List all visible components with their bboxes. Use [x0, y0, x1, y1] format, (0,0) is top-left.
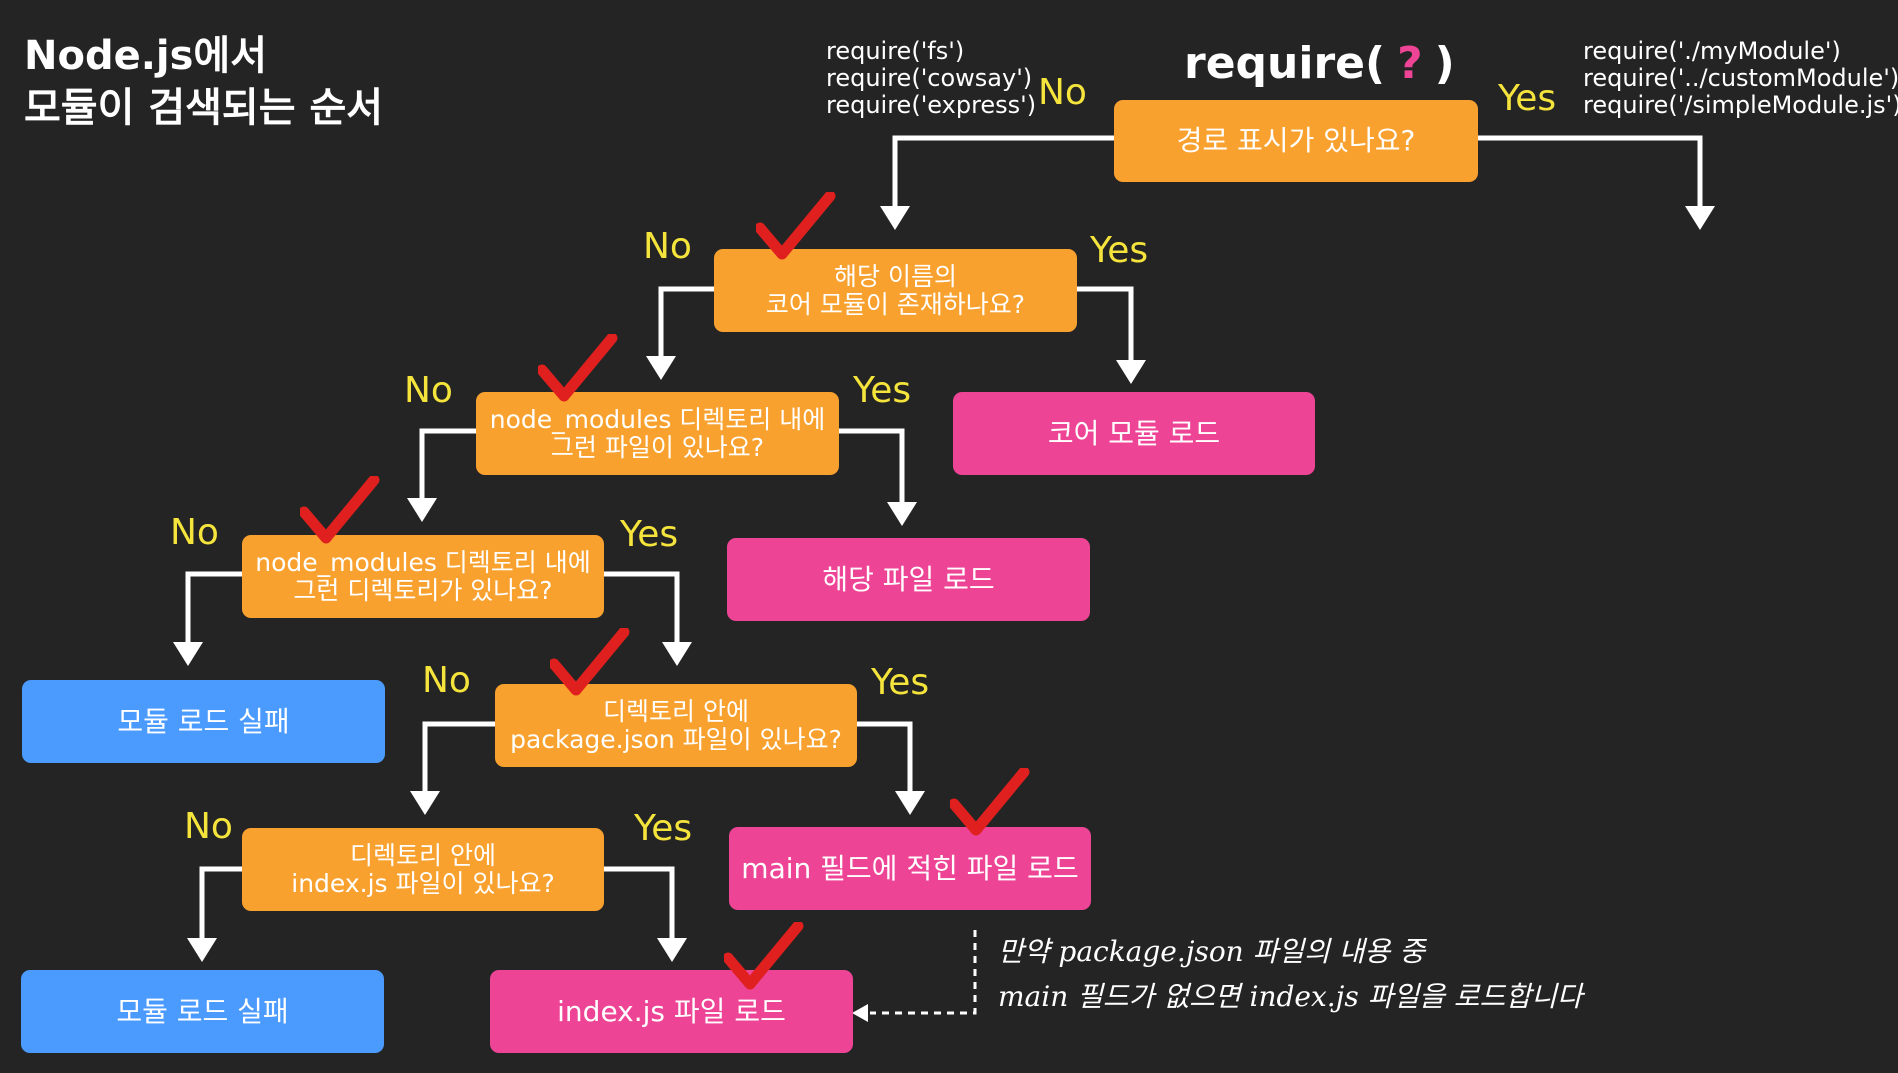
node-path-check: 경로 표시가 있나요?: [1114, 100, 1478, 182]
require-prefix: require(: [1184, 38, 1386, 89]
note-text: 만약 package.json 파일의 내용 중 main 필드가 없으면 in…: [998, 935, 1583, 1013]
label-no: No: [170, 512, 219, 553]
check-icon: [538, 334, 618, 402]
check-icon: [724, 922, 804, 990]
require-header: require(?): [1184, 38, 1455, 89]
label-yes: Yes: [1090, 230, 1149, 271]
examples-no: require('fs') require('cowsay') require(…: [826, 37, 1037, 120]
node-index-load: index.js 파일 로드: [490, 970, 853, 1053]
label-yes: Yes: [1498, 78, 1557, 119]
node-file-load: 해당 파일 로드: [727, 538, 1090, 621]
check-icon: [756, 192, 836, 260]
check-icon: [550, 628, 630, 696]
node-nm-file-check: node_modules 디렉토리 내에 그런 파일이 있나요?: [476, 392, 839, 475]
node-core-load: 코어 모듈 로드: [953, 392, 1315, 475]
check-icon: [950, 768, 1030, 836]
node-core-check: 해당 이름의 코어 모듈이 존재하나요?: [714, 249, 1077, 332]
node-index-check: 디렉토리 안에 index.js 파일이 있나요?: [242, 828, 604, 911]
label-no: No: [643, 226, 692, 267]
label-yes: Yes: [620, 514, 679, 555]
label-yes: Yes: [871, 662, 930, 703]
label-no: No: [1038, 72, 1087, 113]
node-nm-dir-check: node_modules 디렉토리 내에 그런 디렉토리가 있나요?: [242, 535, 604, 618]
page-title: Node.js에서 모듈이 검색되는 순서: [24, 33, 384, 131]
node-fail-1: 모듈 로드 실패: [22, 680, 385, 763]
node-main-load: main 필드에 적힌 파일 로드: [729, 827, 1091, 910]
check-icon: [300, 476, 380, 544]
label-no: No: [184, 806, 233, 847]
label-yes: Yes: [634, 808, 693, 849]
label-no: No: [422, 660, 471, 701]
require-question: ?: [1397, 38, 1423, 89]
node-pkg-check: 디렉토리 안에 package.json 파일이 있나요?: [495, 684, 857, 767]
node-fail-2: 모듈 로드 실패: [21, 970, 384, 1053]
require-suffix: ): [1434, 38, 1455, 89]
examples-yes: require('./myModule') require('../custom…: [1583, 37, 1898, 120]
label-yes: Yes: [853, 370, 912, 411]
label-no: No: [404, 370, 453, 411]
